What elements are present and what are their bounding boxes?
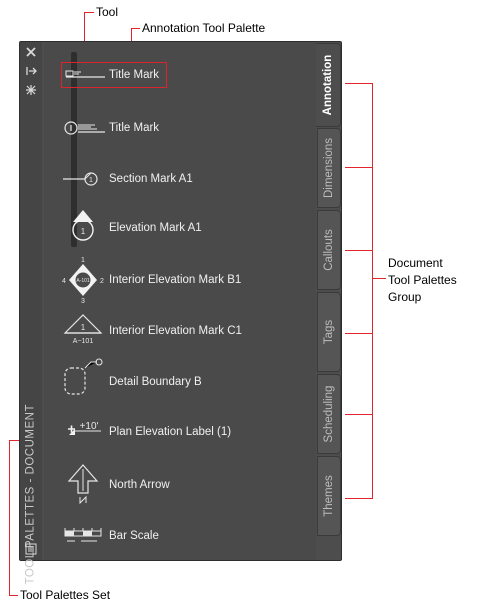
tool-plan-elevation-label[interactable]: +10' Plan Elevation Label (1): [61, 418, 311, 446]
elevation-mark-number: 1: [81, 227, 86, 236]
tab-label: Themes: [323, 475, 335, 517]
callout-group-bracket-tags: [345, 333, 373, 334]
int-c1-sheet: A−101: [73, 338, 94, 345]
palette-tabs: Annotation Dimensions Callouts Tags Sche…: [316, 42, 341, 560]
tab-label: Scheduling: [323, 385, 335, 443]
interior-elevation-c1-icon: 1 A−101: [63, 314, 103, 345]
callout-group-bracket-v: [372, 83, 373, 498]
tool-detail-boundary-b[interactable]: Detail Boundary B: [61, 358, 311, 396]
tab-callouts[interactable]: Callouts: [317, 210, 341, 290]
callout-group-line3: Group: [388, 290, 422, 304]
int-b1-top: 1: [81, 257, 85, 264]
callout-document-group: Document Tool Palettes Group: [388, 255, 457, 306]
callout-annotation-tool-palette: Annotation Tool Palette: [142, 21, 266, 35]
tool-title-mark[interactable]: Title Mark: [61, 61, 311, 89]
tool-label: Title Mark: [109, 122, 160, 134]
callout-group-bracket-annotation: [345, 83, 373, 84]
callout-set-line-bottom: [9, 595, 18, 596]
tool-label: Elevation Mark A1: [109, 222, 202, 234]
tab-scheduling[interactable]: Scheduling: [317, 374, 341, 454]
tool-label: North Arrow: [109, 479, 170, 491]
tool-label: Bar Scale: [109, 530, 159, 542]
int-c1-number: 1: [81, 323, 86, 332]
callout-set-line-top: [9, 440, 21, 441]
tool-label: Section Mark A1: [109, 173, 193, 185]
tab-label: Annotation: [322, 54, 334, 116]
section-mark-icon: 1: [63, 172, 98, 186]
callout-tool-line-v: [84, 12, 85, 62]
tool-label: Interior Elevation Mark C1: [109, 325, 242, 337]
tab-dimensions[interactable]: Dimensions: [317, 128, 341, 208]
callout-annotation-line-h: [131, 28, 140, 29]
tab-label: Callouts: [323, 229, 335, 271]
callout-group-line2: Tool Palettes: [388, 273, 457, 287]
tool-label: Plan Elevation Label (1): [109, 426, 232, 438]
plan-elevation-value: +10': [80, 421, 99, 432]
auto-hide-icon[interactable]: [24, 64, 38, 78]
callout-tool-palettes-set: Tool Palettes Set: [20, 588, 111, 602]
palette-content: [44, 42, 316, 560]
callout-group-bracket-scheduling: [345, 414, 373, 415]
tab-label: Tags: [323, 319, 335, 345]
palette-title-strip[interactable]: TOOL PALETTES - DOCUMENT: [20, 42, 42, 585]
tool-palette-window: TOOL PALETTES - DOCUMENT Title Mark Titl…: [19, 41, 342, 585]
palette-scrollbar[interactable]: [71, 52, 77, 247]
tool-title-mark-numbered[interactable]: Title Mark: [61, 114, 311, 142]
bar-scale-icon: [64, 528, 102, 542]
callout-set-line-v: [9, 440, 10, 595]
north-arrow-icon: [67, 464, 99, 505]
int-b1-bottom: 3: [81, 298, 85, 305]
title-mark-icon: [65, 70, 105, 78]
detail-boundary-icon: [64, 358, 103, 395]
tab-annotation[interactable]: Annotation: [316, 43, 341, 127]
tool-bar-scale[interactable]: Bar Scale: [61, 522, 311, 550]
selected-tool-highlight: [61, 62, 167, 88]
tool-label: Interior Elevation Mark B1: [109, 274, 242, 286]
properties-icon[interactable]: [24, 83, 38, 97]
callout-group-line1: Document: [388, 256, 443, 270]
int-b1-sheet: A-101: [76, 278, 90, 284]
callout-annotation-line-v: [131, 28, 132, 42]
callout-tool-line-h: [84, 12, 94, 13]
tab-themes[interactable]: Themes: [317, 456, 341, 536]
int-b1-left: 4: [62, 278, 66, 285]
tool-label: Title Mark: [109, 69, 160, 81]
title-mark-numbered-icon: [64, 121, 105, 135]
callout-group-bracket-themes: [345, 498, 373, 499]
tool-interior-elevation-c1[interactable]: 1 A−101 Interior Elevation Mark C1: [61, 314, 311, 345]
tool-elevation-mark-a1[interactable]: 1 Elevation Mark A1: [61, 210, 311, 242]
tool-north-arrow[interactable]: North Arrow: [61, 464, 311, 505]
callout-group-pointer: [373, 278, 386, 279]
plan-elevation-label-icon: +10': [68, 421, 101, 435]
callout-group-bracket-callouts: [345, 250, 373, 251]
svg-text:1: 1: [89, 177, 93, 184]
close-icon[interactable]: [24, 45, 38, 59]
callout-tool: Tool: [96, 5, 119, 19]
interior-elevation-b1-icon: A-101 1 4 2 3: [62, 257, 104, 305]
tab-tags[interactable]: Tags: [317, 292, 341, 372]
palette-menu-icon[interactable]: [24, 542, 38, 556]
int-b1-right: 2: [100, 278, 104, 285]
tool-label: Detail Boundary B: [109, 376, 202, 388]
callout-group-bracket-dimensions: [345, 167, 373, 168]
tool-section-mark-a1[interactable]: 1 Section Mark A1: [61, 165, 311, 193]
tab-label: Dimensions: [323, 137, 335, 199]
elevation-mark-icon: 1: [72, 210, 94, 241]
tool-interior-elevation-b1[interactable]: A-101 1 4 2 3 Interior Elevation Mark B1: [61, 257, 311, 305]
